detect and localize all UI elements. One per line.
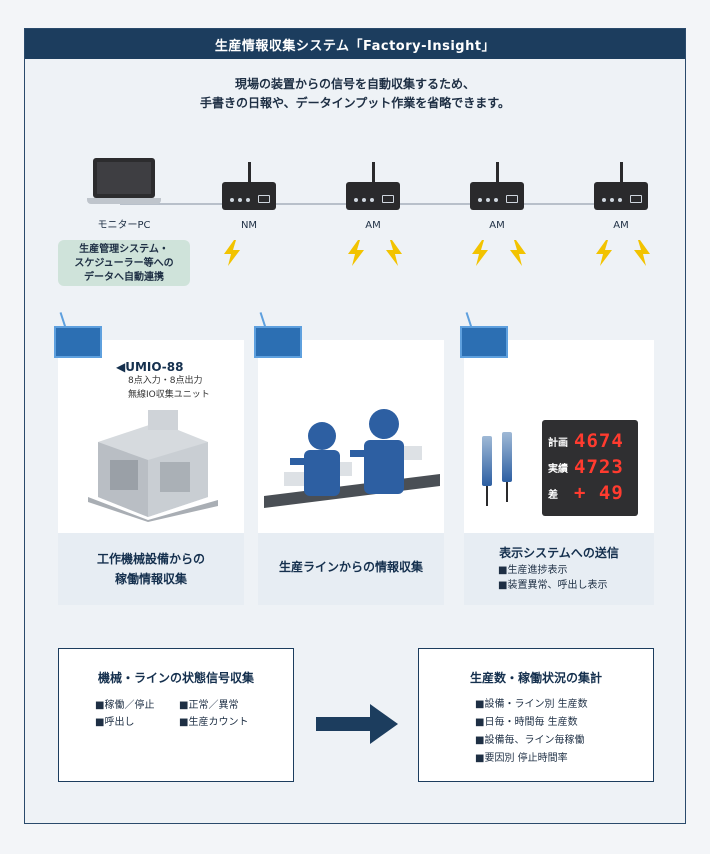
card-machine-equipment: ◀UMIO-88 8点入力・8点出力 無線IO収集ユニット 工作機械設備からの … bbox=[54, 326, 244, 605]
scoreboard: 計画 4674 実績 4723 差 + 49 bbox=[542, 420, 638, 516]
router-node-am-2: AM bbox=[470, 162, 524, 231]
laptop-icon bbox=[93, 158, 155, 198]
product-name: ◀UMIO-88 bbox=[116, 360, 184, 374]
router-icon bbox=[470, 182, 524, 210]
scoreboard-row: 差 + 49 bbox=[548, 482, 624, 504]
product-info: ◀UMIO-88 8点入力・8点出力 無線IO収集ユニット bbox=[116, 360, 210, 402]
box-title: 生産数・稼働状況の集計 bbox=[469, 671, 602, 685]
router-node-nm: NM bbox=[222, 162, 276, 231]
router-node-am-3: AM bbox=[594, 162, 648, 231]
workers-icon bbox=[264, 409, 440, 508]
card-production-line: 生産ラインからの情報収集 bbox=[254, 326, 444, 605]
lightning-icon bbox=[634, 240, 650, 266]
scoreboard-row: 計画 4674 bbox=[548, 430, 624, 452]
signal-lamp-icon bbox=[482, 436, 492, 506]
router-icon bbox=[594, 182, 648, 210]
lightning-icon bbox=[386, 240, 402, 266]
router-label: NM bbox=[240, 220, 258, 231]
product-spec-1: 8点入力・8点出力 bbox=[128, 376, 203, 386]
card-display-system: 計画 4674 実績 4723 差 + 49 表示システムへの送信 ■生産進捗表… bbox=[460, 326, 654, 605]
lightning-icon bbox=[472, 240, 488, 266]
router-icon bbox=[222, 182, 276, 210]
box-items: ■稼働／停止 ■正常／異常 ■呼出し ■生産カウント bbox=[95, 700, 249, 728]
router-icon bbox=[346, 182, 400, 210]
lightning-icon bbox=[224, 240, 240, 266]
intro-line-1: 現場の装置からの信号を自動収集するため、 bbox=[234, 77, 475, 91]
box-title: 機械・ラインの状態信号収集 bbox=[97, 671, 254, 685]
card-footer: 工作機械設備からの 稼働情報収集 bbox=[58, 533, 244, 605]
auto-link-badge: 生産管理システム・ スケジューラー等への データへ自動連携 bbox=[58, 240, 190, 286]
machine-tool-icon bbox=[88, 410, 218, 522]
card-footer: 表示システムへの送信 ■生産進捗表示 ■装置異常、呼出し表示 bbox=[464, 533, 654, 605]
router-label: AM bbox=[365, 220, 381, 231]
card-footer: 生産ラインからの情報収集 bbox=[258, 533, 444, 605]
router-label: AM bbox=[489, 220, 505, 231]
router-label: AM bbox=[613, 220, 629, 231]
signal-lamp-icon bbox=[502, 432, 512, 502]
lightning-icon bbox=[596, 240, 612, 266]
card-bullets: ■生産進捗表示 ■装置異常、呼出し表示 bbox=[498, 565, 608, 591]
monitor-pc-label: モニターPC bbox=[97, 220, 151, 231]
wireless-tag-icon bbox=[54, 326, 102, 358]
product-spec-2: 無線IO収集ユニット bbox=[128, 390, 210, 400]
arrow-right-icon bbox=[316, 704, 398, 744]
card-title: 工作機械設備からの 稼働情報収集 bbox=[96, 552, 205, 586]
wireless-tag-icon bbox=[254, 326, 302, 358]
aggregation-box: 生産数・稼働状況の集計 ■設備・ライン別 生産数 ■日毎・時間毎 生産数 ■設備… bbox=[418, 648, 654, 782]
scoreboard-row: 実績 4723 bbox=[548, 456, 624, 478]
lightning-icon bbox=[348, 240, 364, 266]
card-title: 生産ラインからの情報収集 bbox=[278, 560, 423, 574]
intro-text: 現場の装置からの信号を自動収集するため、 手書きの日報や、データインプット作業を… bbox=[25, 75, 685, 113]
lightning-icon bbox=[510, 240, 526, 266]
signal-collection-box: 機械・ラインの状態信号収集 ■稼働／停止 ■正常／異常 ■呼出し ■生産カウント bbox=[58, 648, 294, 782]
page-title: 生産情報収集システム「Factory-Insight」 bbox=[25, 29, 685, 59]
card-title: 表示システムへの送信 bbox=[499, 546, 619, 560]
box-items: ■設備・ライン別 生産数 ■日毎・時間毎 生産数 ■設備毎、ライン毎稼働 ■要因… bbox=[475, 699, 588, 764]
monitor-pc: モニターPC bbox=[84, 158, 164, 231]
router-node-am-1: AM bbox=[346, 162, 400, 231]
intro-line-2: 手書きの日報や、データインプット作業を省略できます。 bbox=[199, 96, 511, 110]
wireless-tag-icon bbox=[460, 326, 508, 358]
